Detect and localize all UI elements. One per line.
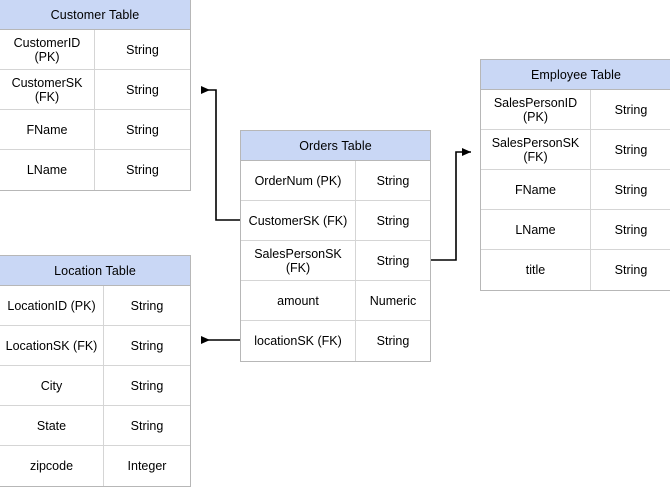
table-title-customer: Customer Table	[0, 0, 190, 30]
entity-table-employee[interactable]: Employee Table SalesPersonID (PK) String…	[480, 59, 670, 291]
table-row[interactable]: FName String	[481, 170, 670, 210]
table-row[interactable]: OrderNum (PK) String	[241, 161, 430, 201]
table-row[interactable]: amount Numeric	[241, 281, 430, 321]
field-name-cell: LocationSK (FK)	[0, 326, 104, 365]
field-name-cell: title	[481, 250, 591, 290]
field-type-cell: String	[376, 173, 410, 188]
table-row[interactable]: LocationSK (FK) String	[0, 326, 190, 366]
entity-table-customer[interactable]: Customer Table CustomerID (PK) String Cu…	[0, 0, 191, 191]
field-type-cell: String	[130, 378, 164, 393]
table-row[interactable]: CustomerID (PK) String	[0, 30, 190, 70]
table-row[interactable]: SalesPersonID (PK) String	[481, 90, 670, 130]
table-title-orders: Orders Table	[241, 131, 430, 161]
field-type-cell: String	[130, 418, 164, 433]
field-name-cell: amount	[241, 281, 356, 320]
table-row[interactable]: title String	[481, 250, 670, 290]
field-name-cell: SalesPersonID (PK)	[481, 90, 591, 129]
field-name-cell: FName	[0, 110, 95, 149]
field-name-cell: CustomerSK (FK)	[0, 70, 95, 109]
field-type-cell: String	[126, 82, 159, 97]
field-name-cell: CustomerSK (FK)	[241, 201, 356, 240]
field-name-cell: OrderNum (PK)	[241, 161, 356, 200]
field-type-cell: String	[126, 42, 159, 57]
field-name-cell: City	[0, 366, 104, 405]
field-name-cell: FName	[481, 170, 591, 209]
entity-table-location[interactable]: Location Table LocationID (PK) String Lo…	[0, 255, 191, 487]
field-name-cell: LName	[481, 210, 591, 249]
table-row[interactable]: CustomerSK (FK) String	[0, 70, 190, 110]
field-type-cell: String	[614, 182, 648, 197]
field-name-cell: LocationID (PK)	[0, 286, 104, 325]
field-name-cell: LName	[0, 150, 95, 190]
field-type-cell: String	[126, 163, 159, 177]
table-row[interactable]: City String	[0, 366, 190, 406]
field-type-cell: String	[614, 263, 648, 277]
field-type-cell: String	[130, 298, 164, 313]
field-name-cell: locationSK (FK)	[241, 321, 356, 361]
field-type-cell: Integer	[127, 459, 167, 473]
table-row[interactable]: zipcode Integer	[0, 446, 190, 486]
connector-orders-to-employee	[431, 148, 471, 261]
field-name-cell: CustomerID (PK)	[0, 30, 95, 69]
table-row[interactable]: LName String	[0, 150, 190, 190]
field-name-cell: zipcode	[0, 446, 104, 486]
table-row[interactable]: CustomerSK (FK) String	[241, 201, 430, 241]
field-type-cell: String	[126, 122, 159, 137]
table-row[interactable]: SalesPersonSK (FK) String	[241, 241, 430, 281]
field-type-cell: String	[614, 142, 648, 157]
field-type-cell: String	[130, 338, 164, 353]
entity-table-orders[interactable]: Orders Table OrderNum (PK) String Custom…	[240, 130, 431, 362]
connector-orders-to-customer	[201, 86, 240, 221]
field-type-cell: Numeric	[369, 293, 417, 308]
field-name-cell: SalesPersonSK (FK)	[241, 241, 356, 280]
table-title-employee: Employee Table	[481, 60, 670, 90]
field-type-cell: String	[376, 334, 410, 348]
field-type-cell: String	[376, 213, 410, 228]
table-row[interactable]: SalesPersonSK (FK) String	[481, 130, 670, 170]
field-type-cell: String	[614, 222, 648, 237]
table-row[interactable]: LName String	[481, 210, 670, 250]
table-row[interactable]: FName String	[0, 110, 190, 150]
field-type-cell: String	[376, 253, 410, 268]
table-row[interactable]: LocationID (PK) String	[0, 286, 190, 326]
field-type-cell: String	[614, 102, 648, 117]
field-name-cell: State	[0, 406, 104, 445]
table-row[interactable]: State String	[0, 406, 190, 446]
table-row[interactable]: locationSK (FK) String	[241, 321, 430, 361]
table-title-location: Location Table	[0, 256, 190, 286]
field-name-cell: SalesPersonSK (FK)	[481, 130, 591, 169]
